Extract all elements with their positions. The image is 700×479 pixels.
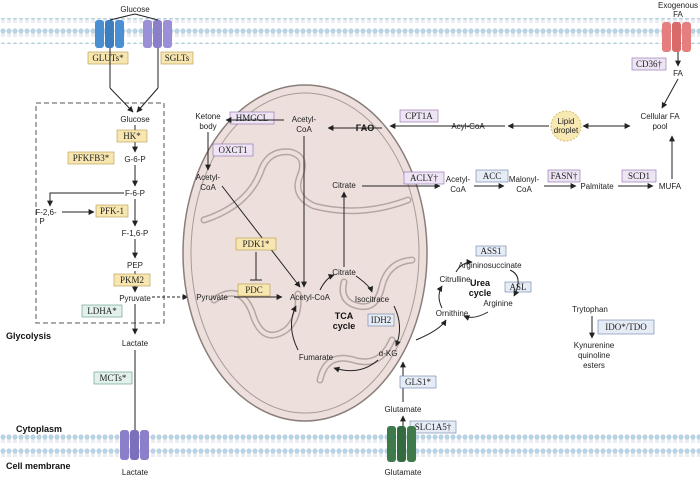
pkm2-label: PKM2 <box>120 275 144 285</box>
lipo-acetyl-coa-line1: Acetyl- <box>446 175 471 184</box>
gls1-label: GLS1* <box>405 377 432 387</box>
mcts-label: MCTs* <box>100 373 127 383</box>
slc1a5-icon <box>387 426 416 462</box>
ass1-label: ASS1 <box>480 246 501 256</box>
ldha-label: LDHA* <box>87 306 117 316</box>
argininosuccinate-label: Argininosuccinate <box>458 261 522 270</box>
glucose-in-label: Glucose <box>120 5 150 14</box>
akg-label: α-KG <box>379 349 398 358</box>
f26p-line1: F-2,6- <box>35 208 57 217</box>
kynurenine-line1: Kynurenine <box>574 341 615 350</box>
f6p-label: F-6-P <box>125 189 145 198</box>
mufa-label: MUFA <box>659 182 682 191</box>
acetyl-coa-top-line1: Acetyl- <box>292 115 317 124</box>
lipid-droplet-icon <box>550 110 582 142</box>
f26p-line2: P <box>39 217 44 226</box>
sglts-icon <box>143 20 172 48</box>
pfkfb3-label: PFKFB3* <box>73 153 110 163</box>
malonyl-line2: CoA <box>516 185 532 194</box>
ketone-line1: Ketone <box>195 112 221 121</box>
glycolysis-box <box>35 102 165 324</box>
glucose-label: Glucose <box>120 115 150 124</box>
palmitate-label: Palmitate <box>580 182 614 191</box>
hmgcl-label: HMGCL <box>236 113 269 123</box>
pep-label: PEP <box>127 261 143 270</box>
acly-label: ACLY† <box>410 173 439 183</box>
top-membrane <box>0 18 700 44</box>
pyruvate-glyco-label: Pyruvate <box>119 294 151 303</box>
exo-fa-line2: FA <box>673 10 683 19</box>
glycolysis-title: Glycolysis <box>6 331 51 341</box>
acetyl-coa-left-line1: Acetyl- <box>196 173 221 182</box>
lactate-label: Lactate <box>122 339 149 348</box>
glutamate-label: Glutamate <box>385 405 422 414</box>
gluts-label: GLUTs* <box>92 53 124 63</box>
fumarate-label: Fumarate <box>299 353 334 362</box>
cytoplasm-label: Cytoplasm <box>16 424 62 434</box>
asl-label: ASL <box>509 282 526 292</box>
mct-icon <box>120 430 149 460</box>
tca-line1: TCA <box>335 311 354 321</box>
urea-line2: cycle <box>469 288 492 298</box>
glutamate-out-label: Glutamate <box>385 468 422 477</box>
cpt1a-label: CPT1A <box>405 111 433 121</box>
pdk1-label: PDK1* <box>242 239 270 249</box>
gluts-icon <box>95 20 124 48</box>
sglts-label: SGLTs <box>165 53 190 63</box>
kynurenine-line3: esters <box>583 361 605 370</box>
lipo-acetyl-coa-line2: CoA <box>450 185 466 194</box>
cellular-fa-line2: pool <box>652 122 667 131</box>
tryptophan-label: Trytophan <box>572 305 608 314</box>
pfk1-label: PFK-1 <box>100 206 124 216</box>
slc1a5-label: SLC1A5† <box>415 422 452 432</box>
ornithine-label: Ornithine <box>436 309 469 318</box>
droplet-line1: Lipid <box>558 117 575 126</box>
fa-label: FA <box>673 69 683 78</box>
tca-line2: cycle <box>333 321 356 331</box>
malonyl-line1: Malonyl- <box>509 175 540 184</box>
ido-label: IDO*/TDO <box>605 322 647 332</box>
scd1-label: SCD1 <box>628 171 650 181</box>
acetyl-coa-top-line2: CoA <box>296 125 312 134</box>
f16p-label: F-1,6-P <box>122 229 149 238</box>
idh2-label: IDH2 <box>371 315 392 325</box>
cellular-fa-line1: Cellular FA <box>640 112 680 121</box>
lactate-out-label: Lactate <box>122 468 149 477</box>
hk-label: HK* <box>123 131 141 141</box>
cd36-icon <box>662 22 691 52</box>
citrate-top-label: Citrate <box>332 181 356 190</box>
citrate-label: Citrate <box>332 268 356 277</box>
urea-line1: Urea <box>470 278 491 288</box>
isocitrate-label: Isocitrace <box>355 295 390 304</box>
oxct1-label: OXCT1 <box>219 145 248 155</box>
exo-fa-line1: Exogenous <box>658 1 698 10</box>
cd36-label: CD36† <box>636 59 663 69</box>
cell-membrane-label: Cell membrane <box>6 461 71 471</box>
acetyl-coa-left-line2: CoA <box>200 183 216 192</box>
fasn-label: FASN† <box>551 171 578 181</box>
droplet-line2: droplet <box>554 126 579 135</box>
pdc-label: PDC <box>245 285 263 295</box>
bottom-membrane <box>0 433 700 459</box>
ketone-line2: body <box>199 122 216 131</box>
arginine-label: Arginine <box>483 299 513 308</box>
mitochondrion <box>182 84 428 422</box>
acetyl-coa-label: Acetyl-CoA <box>290 293 331 302</box>
g6p-label: G-6-P <box>124 155 145 164</box>
acc-label: ACC <box>483 171 502 181</box>
citrulline-label: Citrulline <box>439 275 471 284</box>
kynurenine-line2: quinoline <box>578 351 611 360</box>
pyruvate-mito-label: Pyruvate <box>196 293 228 302</box>
